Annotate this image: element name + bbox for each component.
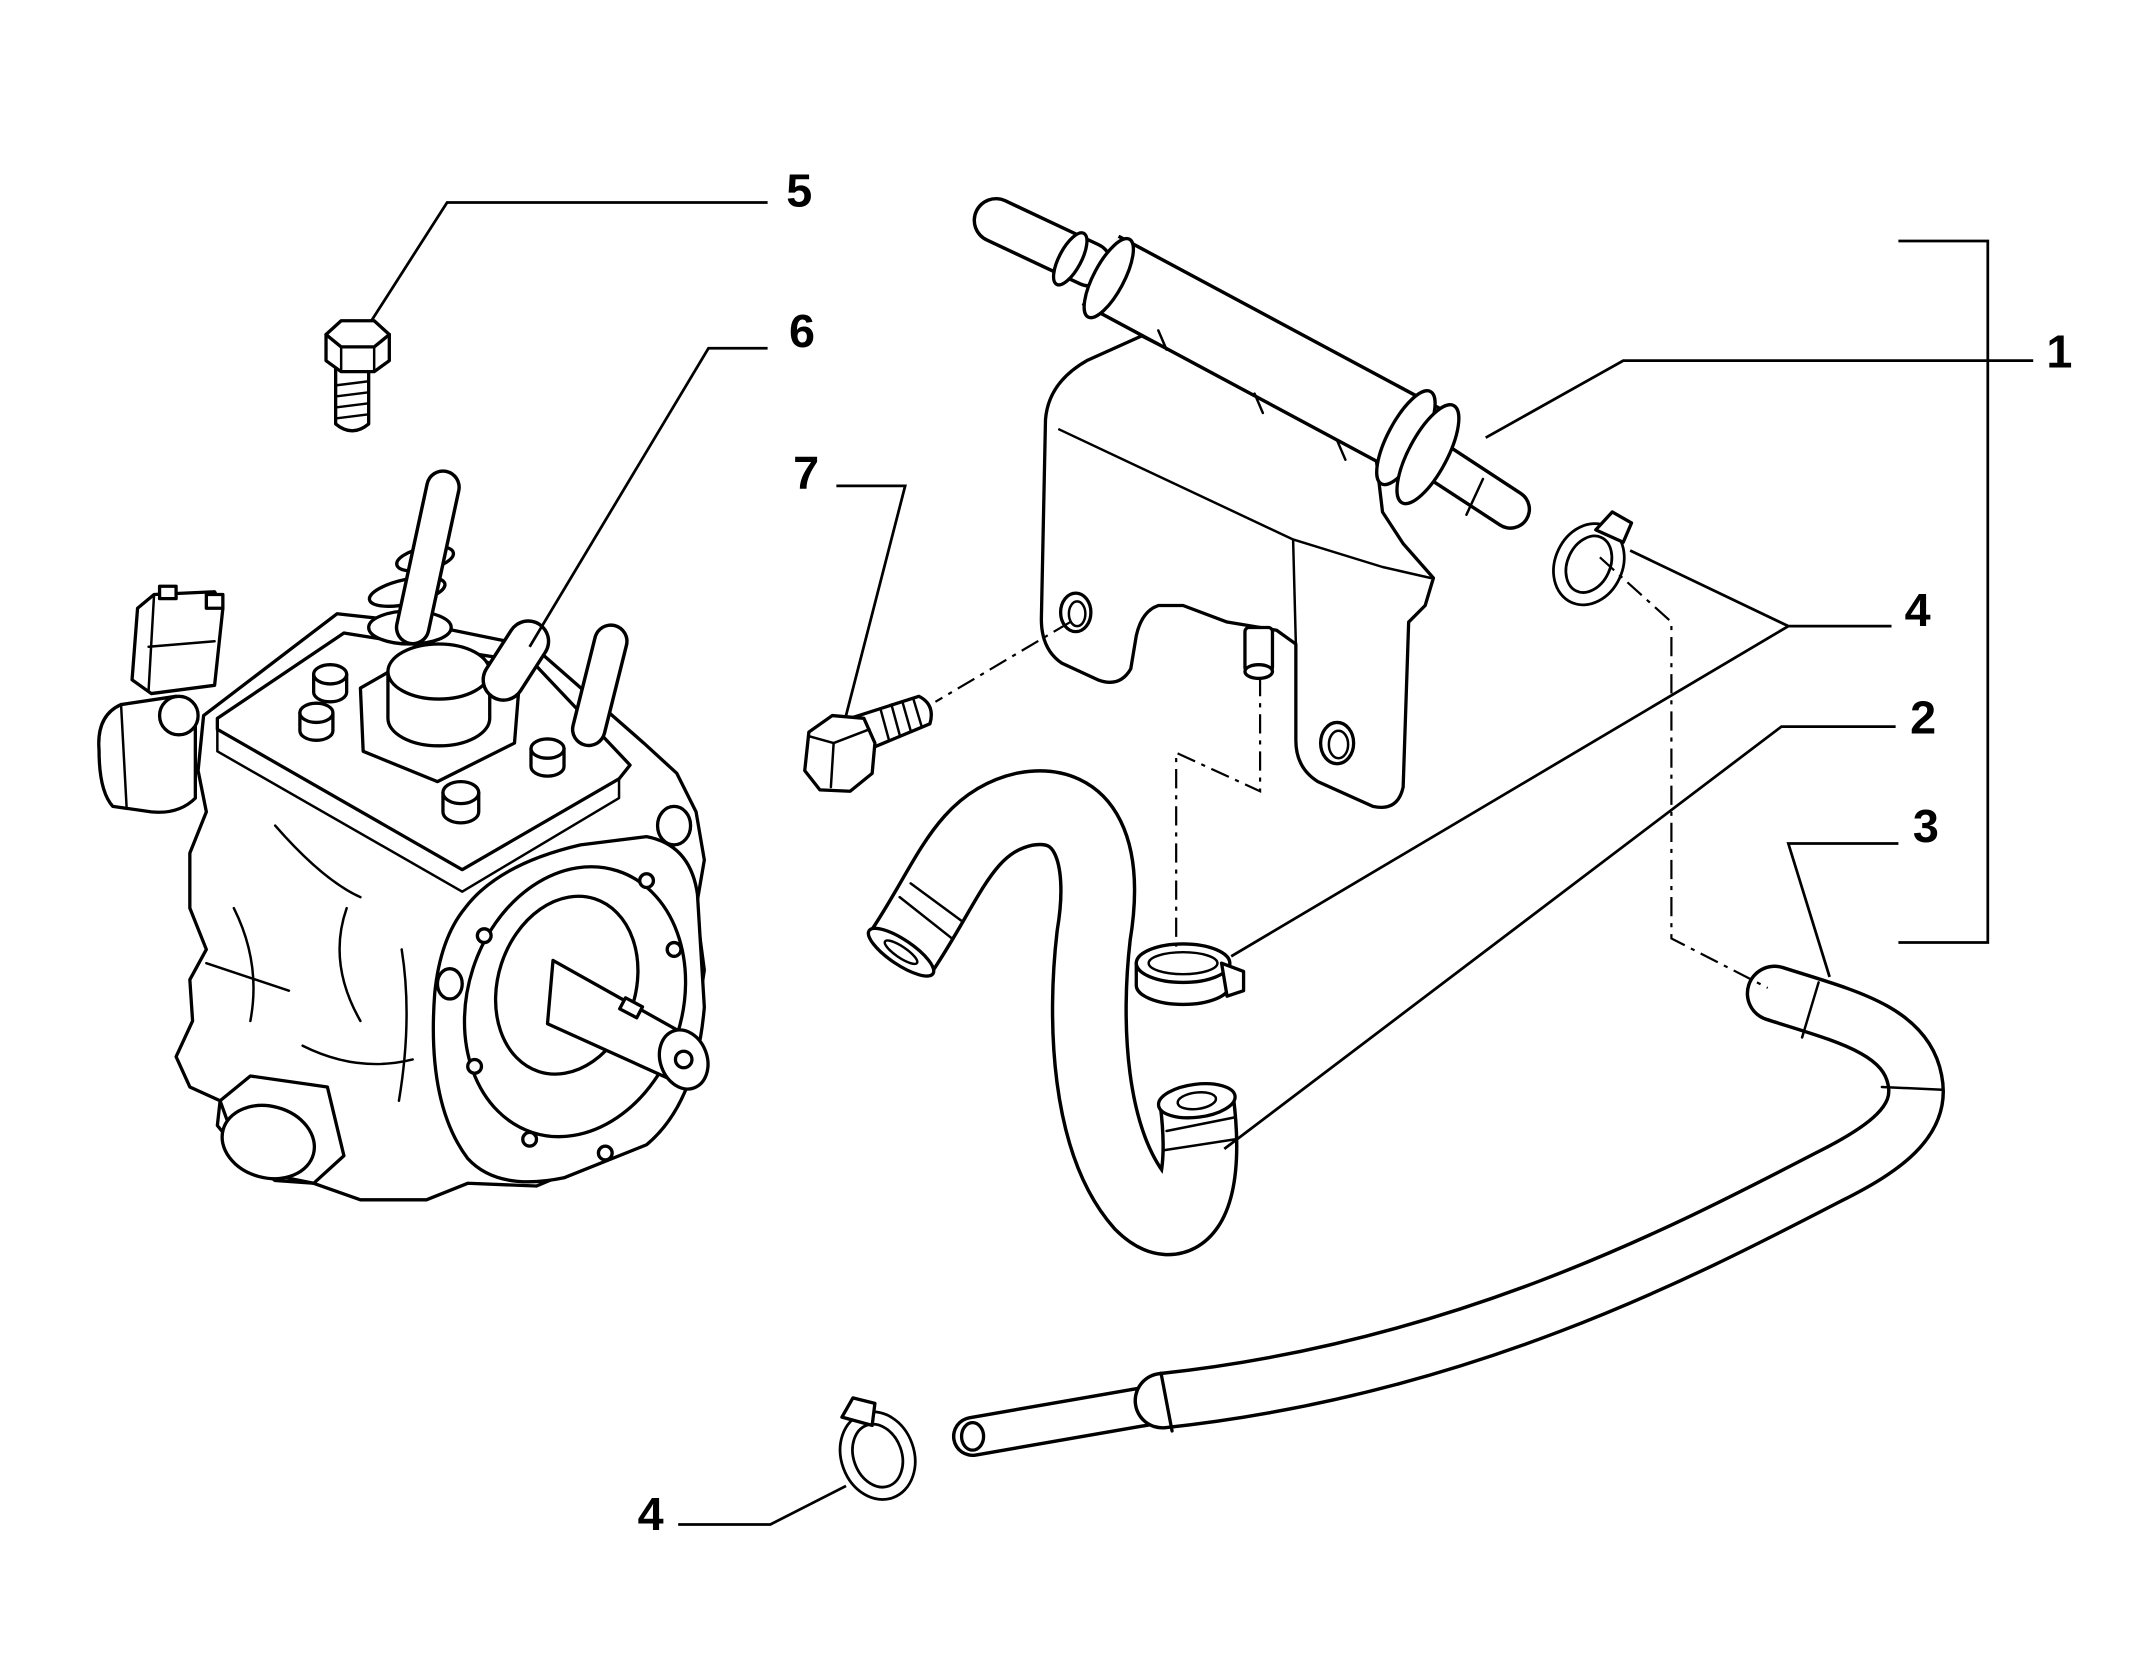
hose-3-end-opening xyxy=(959,1420,986,1452)
pump-plate-bolt xyxy=(529,737,566,778)
callout-label-4-lower: 4 xyxy=(638,1488,664,1540)
bolt-head xyxy=(529,737,566,760)
manifold-outlet-nipple-fill xyxy=(1421,445,1528,527)
pump-flange-bolt xyxy=(521,1130,539,1148)
manifold-inlet-ring xyxy=(1051,231,1089,287)
hose-clamp-lower xyxy=(838,1396,917,1501)
manifold-tube-marks xyxy=(1157,329,1347,461)
clamp-tab xyxy=(840,1396,877,1428)
hose-3-end-band xyxy=(1800,981,1944,1091)
bolt-7-head xyxy=(803,713,877,793)
manifold-tube-fill xyxy=(1083,237,1442,476)
leader-line-6 xyxy=(528,346,768,648)
bolt-head xyxy=(441,779,481,806)
assembly-line-hose-3 xyxy=(1599,556,1769,989)
hose-3-step xyxy=(1159,1371,1174,1433)
pump-inlet-connector-cap xyxy=(157,694,200,737)
assembly-line-pin-clamp xyxy=(1175,677,1262,947)
assembly-line-bolt-7 xyxy=(934,621,1071,703)
hose-2-left-bore xyxy=(883,939,919,966)
pump-sensor-edge xyxy=(147,593,216,693)
bracket-bolt-hole-inner xyxy=(1067,600,1087,628)
fuel-manifold-with-bracket xyxy=(972,196,1532,809)
hose-3-fill xyxy=(1136,967,1942,1427)
leader-line-7 xyxy=(836,484,907,716)
pump-flange-bolt xyxy=(638,872,656,890)
pump-shaft-center xyxy=(673,1049,694,1070)
pump-mounting-hole xyxy=(655,804,693,847)
callout-label-6: 6 xyxy=(789,305,815,357)
leader-line-4-lower xyxy=(678,1484,847,1526)
hose-3-narrow-fill xyxy=(955,1386,1180,1454)
bolt-5-shank xyxy=(334,364,371,433)
pump-fuel-outlet-pipe-fill xyxy=(398,472,458,642)
hose-2-right-bore xyxy=(1176,1090,1218,1111)
bolt-7-threads xyxy=(879,697,923,741)
manifold-bracket-ridge xyxy=(1058,428,1432,646)
manifold-outlet-step xyxy=(1465,477,1485,516)
bolt-head xyxy=(311,663,349,686)
high-pressure-pump xyxy=(97,469,710,1202)
pump-sensor-tab xyxy=(157,584,178,601)
leader-line-5 xyxy=(370,201,768,322)
callout-label-3: 3 xyxy=(1913,800,1939,852)
callout-label-4-upper: 4 xyxy=(1905,584,1931,636)
bolt-7-head-edges xyxy=(807,728,871,789)
pump-plate-bolt xyxy=(441,779,481,825)
hose-2-right-opening xyxy=(1156,1082,1237,1120)
callout-label-1: 1 xyxy=(2046,326,2072,378)
pump-casting-lines xyxy=(205,824,414,1102)
leader-line-3 xyxy=(1786,842,1899,978)
hose-2-fill xyxy=(871,772,1235,1253)
manifold-outlet-flange xyxy=(1395,403,1461,506)
bracket-pin-end xyxy=(1243,663,1275,681)
bolt-7 xyxy=(803,694,933,793)
bolt-5 xyxy=(324,319,391,433)
bolt-5-threads xyxy=(334,380,370,420)
pump-shaft-key xyxy=(618,996,645,1020)
manifold-inlet-flange xyxy=(1082,236,1136,320)
clamp-tab xyxy=(1219,961,1246,998)
assembly-bracket-1 xyxy=(1898,239,1990,944)
pump-mounting-hole xyxy=(435,967,464,1001)
clamp-tab xyxy=(1594,510,1634,544)
leader-line-4-upper xyxy=(1230,549,1892,958)
callout-label-7: 7 xyxy=(793,447,819,499)
pump-inlet-pipe-fill xyxy=(574,626,626,744)
pump-top-plate-edge xyxy=(216,728,621,893)
pump-flange-bolt xyxy=(466,1057,484,1075)
pump-return-fitting-fill xyxy=(484,622,547,699)
bolt-5-head-top xyxy=(324,319,391,349)
pump-flange-bolt xyxy=(665,940,683,958)
hose-2 xyxy=(866,769,1239,1256)
pump-flange-bolt xyxy=(475,927,493,945)
pump-sensor-tab xyxy=(204,592,225,610)
hose-clamp-middle xyxy=(1134,942,1246,1007)
pump-top-cap-face xyxy=(386,642,492,701)
pump-plate-bolt xyxy=(298,701,335,742)
clamp-top xyxy=(1134,942,1232,985)
pump-rear-cap-face xyxy=(220,1103,317,1181)
hose-2-end-bands xyxy=(898,882,1237,1152)
hose-3 xyxy=(951,964,1945,1458)
pump-plate-bolt xyxy=(311,663,349,704)
pump-inlet-connector-edge xyxy=(119,703,128,808)
callout-label-2: 2 xyxy=(1910,691,1936,743)
leader-line-2 xyxy=(1223,725,1896,1150)
pump-flange-bolt xyxy=(596,1144,614,1162)
callout-label-5: 5 xyxy=(786,165,812,217)
hose-clamp-upper xyxy=(1552,510,1634,607)
leader-line-1 xyxy=(1485,359,2034,439)
bracket-mount-hole-inner xyxy=(1327,729,1350,760)
clamp-bore xyxy=(1147,950,1219,976)
bolt-head xyxy=(298,701,335,725)
bolt-5-head-edges xyxy=(339,345,376,373)
